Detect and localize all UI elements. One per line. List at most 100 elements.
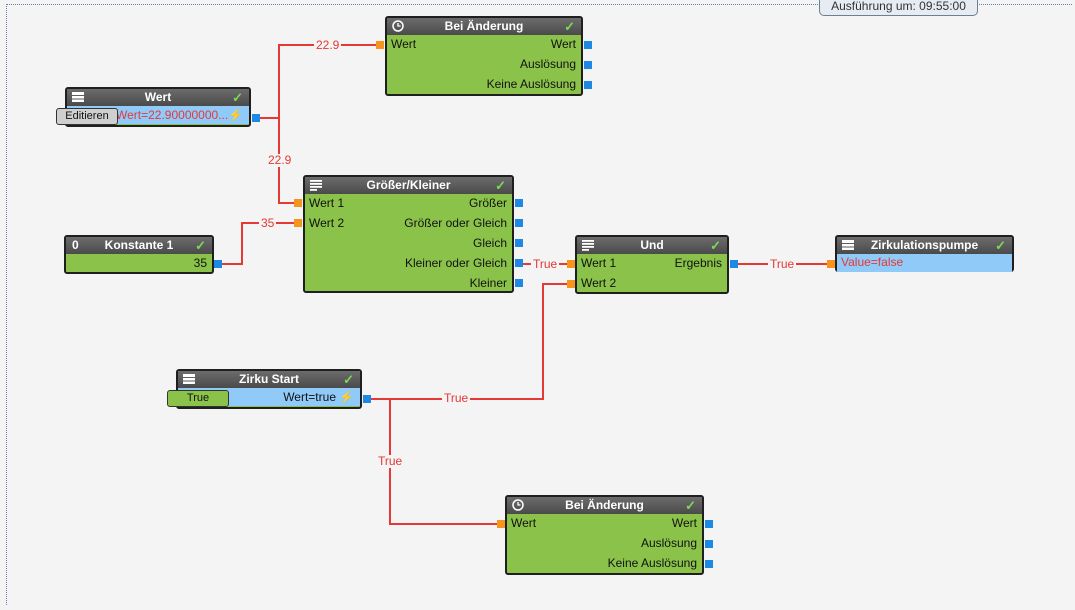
node-title: Und	[640, 238, 664, 252]
output-keine-ausloesung-label: Keine Auslösung	[486, 77, 576, 91]
check-icon: ✓	[995, 238, 1006, 253]
value-text: Wert=true	[283, 390, 336, 404]
node-header[interactable]: Und ✓	[577, 237, 727, 254]
output-port-keine-ausloesung[interactable]	[705, 560, 713, 568]
check-icon: ✓	[232, 90, 243, 105]
clock-icon	[392, 20, 404, 32]
value-bar: Value=false	[837, 254, 1012, 272]
output-wert-label: Wert	[671, 516, 697, 530]
output-ergebnis-label: Ergebnis	[674, 256, 722, 270]
output-port-constant[interactable]	[214, 260, 222, 268]
wire-label-start-change2: True	[376, 454, 405, 468]
output-port-ausloesung[interactable]	[705, 540, 713, 548]
input-port-wert[interactable]	[376, 41, 384, 49]
wire-wert-to-change1	[260, 44, 380, 119]
input-port-wert[interactable]	[497, 520, 505, 528]
edit-button[interactable]: Editieren	[56, 108, 118, 125]
check-icon: ✓	[685, 498, 696, 513]
wire-start-to-und	[370, 283, 570, 400]
wire-label-compare-und: True	[531, 257, 560, 271]
input-wert-label: Wert	[391, 37, 417, 51]
output-port-ausloesung[interactable]	[584, 61, 592, 69]
node-bei-aenderung-bottom[interactable]: Bei Änderung ✓ Wert Wert Auslösung Keine…	[505, 495, 704, 575]
node-groesser-kleiner[interactable]: Größer/Kleiner ✓ Wert 1 Wert 2 Größer Gr…	[303, 175, 514, 293]
input-port-wert2[interactable]	[567, 280, 575, 288]
node-title: Bei Änderung	[565, 498, 644, 512]
value-text: Wert=22.90000000...	[116, 108, 229, 122]
node-title: Zirkulationspumpe	[870, 238, 979, 252]
node-header[interactable]: Bei Änderung ✓	[507, 497, 702, 514]
node-und[interactable]: Und ✓ Wert 1 Wert 2 Ergebnis	[575, 235, 729, 294]
output-port-value[interactable]	[252, 114, 260, 122]
input-port-wert1[interactable]	[567, 260, 575, 268]
check-icon: ✓	[564, 19, 575, 34]
node-bei-aenderung-top[interactable]: Bei Änderung ✓ Wert Wert Auslösung Keine…	[385, 16, 583, 96]
check-icon: ✓	[710, 238, 721, 253]
value-text: Value=false	[841, 255, 904, 269]
node-title: Wert	[144, 90, 172, 104]
check-icon: ✓	[195, 238, 206, 253]
wire-label-wert-compare: 22.9	[266, 153, 294, 167]
output-kleiner-gleich-label: Kleiner oder Gleich	[404, 256, 507, 270]
wire-label-start-und: True	[442, 391, 471, 405]
output-port-wert[interactable]	[705, 520, 713, 528]
node-header[interactable]: Bei Änderung ✓	[387, 18, 581, 35]
node-title: Größer/Kleiner	[366, 178, 451, 192]
output-wert-label: Wert	[550, 37, 576, 51]
output-port-kleiner-gleich[interactable]	[515, 259, 523, 267]
output-gleich-label: Gleich	[472, 236, 507, 250]
clock-icon	[512, 499, 524, 511]
output-keine-ausloesung-label: Keine Auslösung	[607, 556, 697, 570]
output-port-gleich[interactable]	[515, 239, 523, 247]
wire-label-wert-change1: 22.9	[314, 38, 342, 52]
node-konstante-1[interactable]: 0 Konstante 1 ✓ 35	[64, 235, 214, 274]
output-port-kleiner[interactable]	[515, 279, 523, 287]
node-title: Zirku Start	[238, 372, 299, 386]
node-header[interactable]: Zirku Start ✓	[178, 371, 360, 388]
node-title: Bei Änderung	[444, 19, 524, 33]
trigger-icon[interactable]: ⚡	[339, 390, 354, 404]
execution-time-badge: Ausführung um: 09:55:00	[819, 0, 978, 16]
output-ausloesung-label: Auslösung	[519, 57, 576, 71]
output-port-value[interactable]	[363, 395, 371, 403]
constant-value: 35	[193, 256, 207, 270]
input-port-wert1[interactable]	[294, 199, 302, 207]
true-toggle-button[interactable]: True	[167, 390, 229, 407]
lines-icon	[582, 240, 594, 251]
wire-start-to-change2	[389, 399, 500, 525]
wire-label-und-pump: True	[768, 257, 797, 271]
input-wert1-label: Wert 1	[309, 196, 345, 210]
input-wert1-label: Wert 1	[581, 256, 617, 270]
node-zirkulationspumpe[interactable]: Zirkulationspumpe ✓ Value=false	[835, 235, 1014, 272]
wire-wert-to-compare	[278, 118, 298, 204]
output-ausloesung-label: Auslösung	[640, 536, 697, 550]
input-port-wert2[interactable]	[294, 219, 302, 227]
list-icon	[842, 240, 854, 250]
trigger-icon[interactable]: ⚡	[228, 108, 243, 122]
input-wert-label: Wert	[511, 516, 537, 530]
output-port-ergebnis[interactable]	[730, 260, 738, 268]
node-header[interactable]: 0 Konstante 1 ✓	[66, 237, 212, 254]
wire-label-const-compare: 35	[259, 216, 277, 230]
node-header[interactable]: Wert ✓	[67, 89, 249, 106]
output-port-keine-ausloesung[interactable]	[584, 81, 592, 89]
output-kleiner-label: Kleiner	[469, 276, 507, 290]
type-indicator: 0	[72, 238, 79, 252]
node-header[interactable]: Größer/Kleiner ✓	[305, 177, 512, 194]
input-wert2-label: Wert 2	[581, 276, 617, 290]
output-port-wert[interactable]	[584, 41, 592, 49]
output-port-groesser[interactable]	[515, 199, 523, 207]
input-port-value[interactable]	[827, 260, 835, 268]
check-icon: ✓	[495, 178, 506, 193]
input-wert2-label: Wert 2	[309, 216, 345, 230]
output-groesser-gleich-label: Größer oder Gleich	[404, 216, 507, 230]
lines-icon	[310, 180, 322, 191]
output-groesser-label: Größer	[468, 196, 507, 210]
list-icon	[183, 374, 195, 384]
node-title: Konstante 1	[104, 238, 174, 252]
list-icon	[72, 92, 84, 102]
output-port-groesser-gleich[interactable]	[515, 219, 523, 227]
node-header[interactable]: Zirkulationspumpe ✓	[837, 237, 1012, 254]
check-icon: ✓	[343, 372, 354, 387]
